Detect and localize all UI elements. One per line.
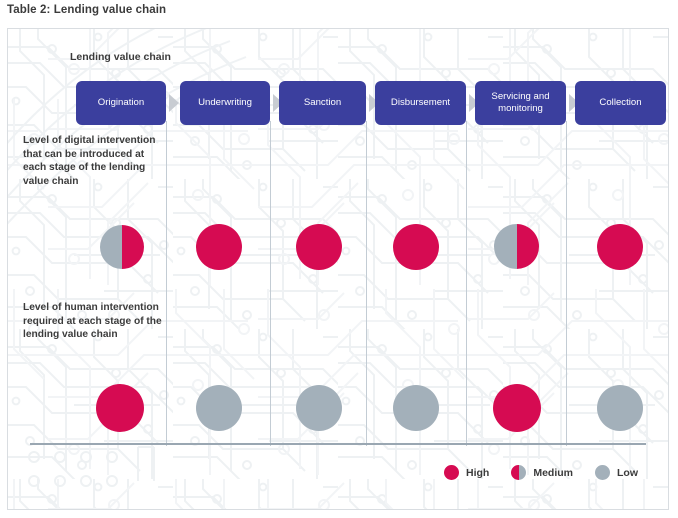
legend-item-low[interactable]: Low <box>595 465 638 480</box>
indicator-half-right <box>517 384 541 432</box>
row-label-human-intervention: Level of human intervention required at … <box>23 302 162 341</box>
indicator-human-disbursement <box>393 385 439 431</box>
indicator-half-right <box>319 224 342 270</box>
indicator-half-right <box>219 224 242 270</box>
indicator-half-right <box>120 384 144 432</box>
indicator-half-right <box>319 385 342 431</box>
indicator-human-origination <box>96 384 144 432</box>
legend-half-right <box>518 465 527 480</box>
indicator-half-left <box>393 224 416 270</box>
legend-half-right <box>451 465 459 480</box>
lending-value-chain-heading: Lending value chain <box>70 51 171 63</box>
legend-label-low: Low <box>617 466 638 479</box>
stage-boxes-row: Origination Underwriting Sanction Disbur… <box>8 81 668 125</box>
legend-item-high[interactable]: High <box>444 465 489 480</box>
stage-box-underwriting[interactable]: Underwriting <box>180 81 270 125</box>
stage-box-servicing-and-monitoring[interactable]: Servicing and monitoring <box>475 81 566 125</box>
indicator-half-right <box>122 225 144 269</box>
indicator-digital-collection <box>597 224 643 270</box>
stage-arrow-icon <box>369 94 379 112</box>
stage-arrow-icon <box>273 94 283 112</box>
legend-swatch-medium-icon <box>511 465 527 480</box>
indicator-human-servicing-and-monitoring <box>493 384 541 432</box>
indicator-human-collection <box>597 385 643 431</box>
legend-swatch-low-icon <box>595 465 610 480</box>
legend-half-left <box>444 465 452 480</box>
legend-separator-rule <box>30 443 646 445</box>
indicator-human-underwriting <box>196 385 242 431</box>
column-divider <box>166 121 167 446</box>
indicator-digital-origination <box>100 225 144 269</box>
column-divider <box>366 121 367 446</box>
indicator-half-left <box>296 224 319 270</box>
stage-box-disbursement[interactable]: Disbursement <box>375 81 466 125</box>
stage-box-origination[interactable]: Origination <box>76 81 166 125</box>
figure-title: Table 2: Lending value chain <box>7 4 167 16</box>
legend-swatch-high-icon <box>444 465 459 480</box>
column-divider <box>270 121 271 446</box>
legend-half-right <box>602 465 610 480</box>
lending-value-chain-panel: Lending value chain Origination Underwri… <box>7 28 669 510</box>
stage-arrow-icon <box>169 94 179 112</box>
legend-half-left <box>511 465 519 480</box>
legend-item-medium[interactable]: Medium <box>511 465 573 480</box>
row-label-digital-intervention: Level of digital intervention that can b… <box>23 135 156 188</box>
indicator-half-left <box>393 385 416 431</box>
indicator-digital-disbursement <box>393 224 439 270</box>
legend-label-medium: Medium <box>533 466 573 479</box>
indicator-half-left <box>494 224 517 269</box>
stage-box-sanction[interactable]: Sanction <box>279 81 366 125</box>
stage-box-collection[interactable]: Collection <box>575 81 666 125</box>
column-divider <box>466 121 467 446</box>
column-divider <box>566 121 567 446</box>
legend-label-high: High <box>466 466 490 479</box>
indicator-digital-servicing-and-monitoring <box>494 224 539 269</box>
indicator-half-left <box>597 224 620 270</box>
indicator-digital-underwriting <box>196 224 242 270</box>
indicator-half-right <box>219 385 242 431</box>
indicator-half-left <box>196 385 219 431</box>
indicator-half-left <box>196 224 219 270</box>
indicator-half-left <box>493 384 517 432</box>
indicator-half-right <box>416 385 439 431</box>
indicator-digital-sanction <box>296 224 342 270</box>
indicator-half-right <box>620 224 643 270</box>
indicator-half-left <box>597 385 620 431</box>
stage-arrow-icon <box>469 94 479 112</box>
indicator-human-sanction <box>296 385 342 431</box>
stage-arrow-icon <box>569 94 579 112</box>
indicator-half-right <box>416 224 439 270</box>
indicator-half-right <box>620 385 643 431</box>
indicator-half-right <box>516 224 539 269</box>
legend: High Medium Low <box>444 465 638 480</box>
legend-half-left <box>595 465 603 480</box>
indicator-half-left <box>100 225 122 269</box>
indicator-half-left <box>96 384 120 432</box>
indicator-half-left <box>296 385 319 431</box>
